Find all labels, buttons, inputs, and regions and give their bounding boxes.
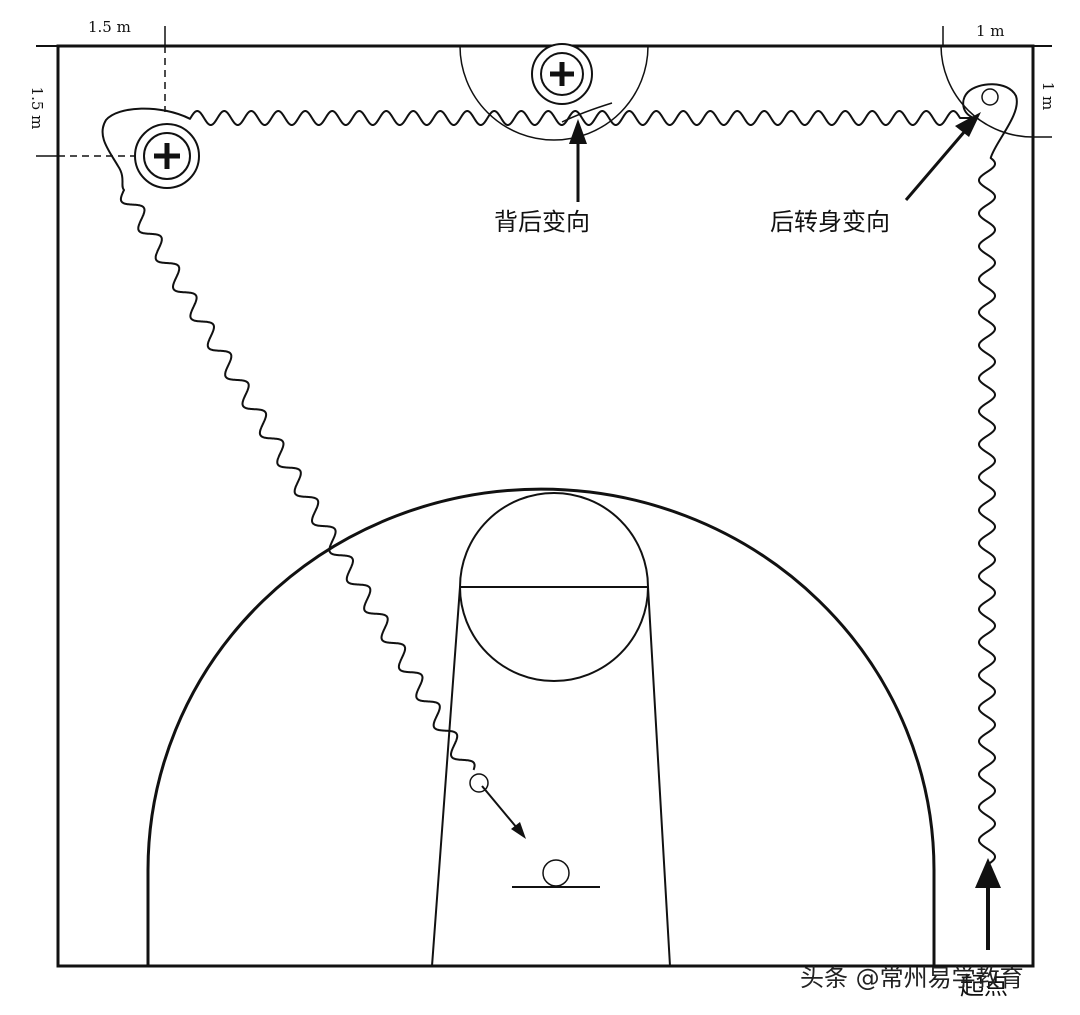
watermark-text: 头条 @常州易学教育 [800,964,1024,992]
three-point-line [146,487,936,966]
free-throw-lane [431,586,671,967]
release-point [469,773,489,793]
half-court-boundary [56,44,1035,968]
cone-marker [531,43,593,105]
basket-rim [542,859,570,887]
pass-arrow-line [481,785,518,829]
cone-marker [134,123,200,189]
label-behind-back-change: 背后变向 [494,208,590,236]
label-back-turn-change: 后转身变向 [770,208,890,236]
annotation-arrow-behind-back-head [569,119,587,144]
label-start-point: 起点 [960,972,1008,1000]
dribble-path [101,83,1018,866]
dim-label-right: 1 m [1039,82,1057,111]
cone-marker [981,88,999,106]
annotation-arrow-back-turn [904,130,967,201]
guide-arc-top-right [940,45,1034,138]
dim-label-left: 1.5 m [28,87,46,130]
annotation-arrow-back-turn-head [955,112,981,137]
pass-arrow-head [511,822,526,839]
start-arrow-head [975,858,1001,888]
guide-arc-top [459,45,649,141]
free-throw-circle [459,492,649,682]
dim-label-top-right: 1 m [976,22,1005,40]
handle-stroke-behind-back [561,102,613,123]
dim-label-top-left: 1.5 m [88,18,131,36]
